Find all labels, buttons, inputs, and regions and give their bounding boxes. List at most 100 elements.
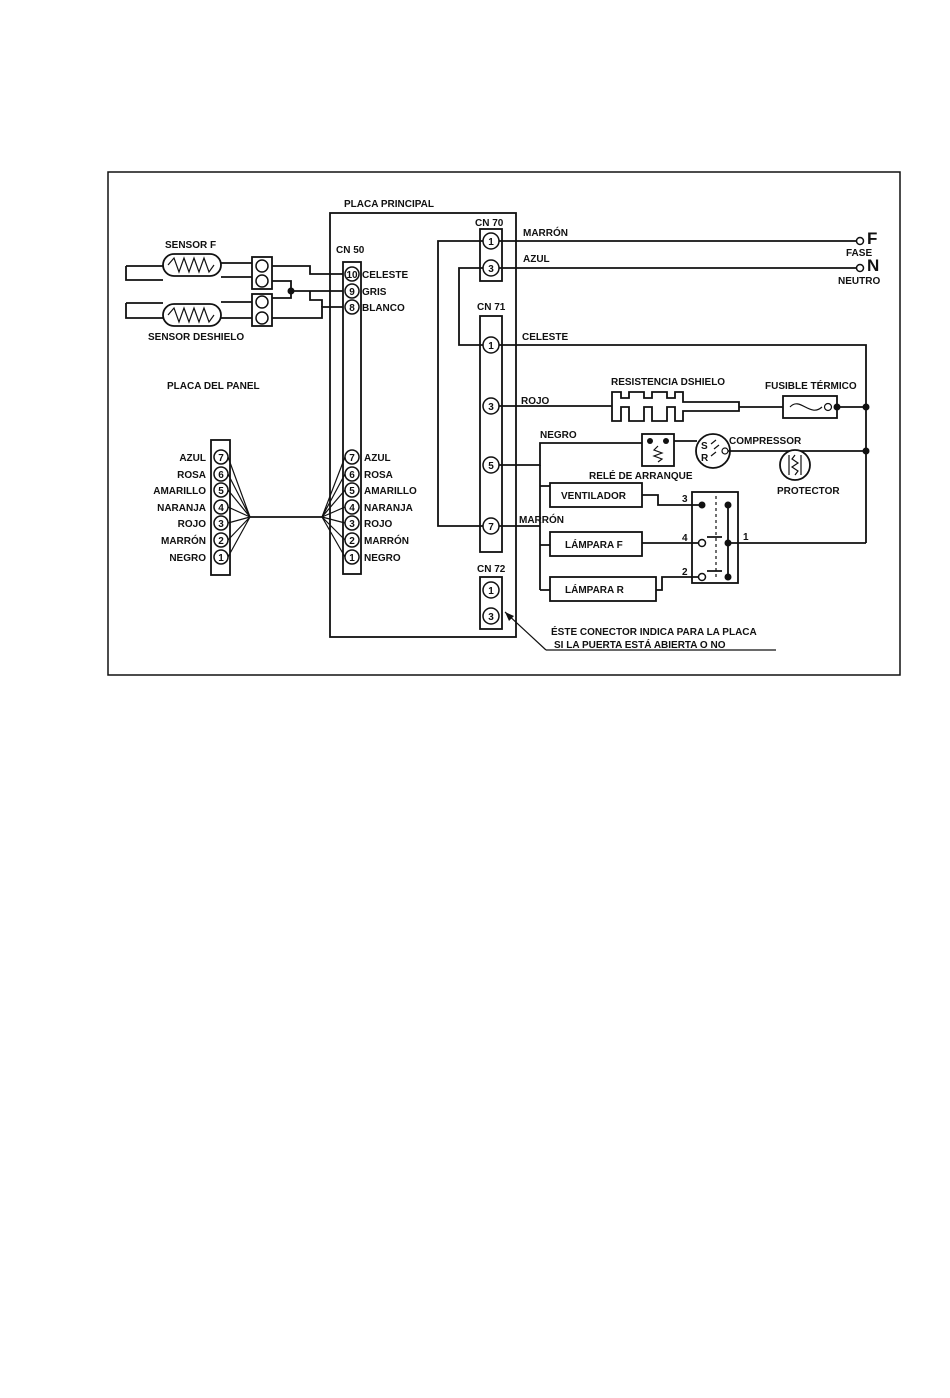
panel-pins: 7 AZUL 6 ROSA 5 AMARILLO 4 NARANJA 3 ROJ… (153, 449, 229, 565)
panel-label: PLACA DEL PANEL (167, 381, 260, 392)
cn50-pin-number: 4 (349, 503, 355, 514)
ventilador-label: VENTILADOR (561, 491, 627, 502)
switch-terminal-3: 3 (682, 494, 688, 505)
panel-wire-label: AZUL (179, 453, 206, 464)
cn50-wire-label: NARANJA (364, 503, 413, 514)
phase-label: FASE (846, 248, 872, 259)
cn50-wire-label: AMARILLO (364, 486, 417, 497)
cn70-label: CN 70 (475, 218, 504, 229)
cn50-wire-label: AZUL (364, 453, 391, 464)
sensor-deshielo-connector (251, 293, 273, 327)
celeste-line (499, 344, 867, 543)
compressor-label: COMPRESSOR (729, 436, 802, 447)
cn50-pin-number: 8 (349, 303, 355, 314)
panel-pin-number: 4 (218, 503, 224, 514)
cn50-pin-number: 3 (349, 519, 355, 530)
door-switch (691, 491, 739, 584)
cn71-connector (479, 315, 503, 553)
cn70-wire-label: AZUL (523, 254, 550, 265)
panel-wire-label: NEGRO (169, 553, 206, 564)
cn50-label: CN 50 (336, 245, 365, 256)
cn70-pin-number: 3 (488, 264, 494, 275)
diagram-frame (107, 171, 901, 676)
lampara-f-label: LÁMPARA F (565, 538, 623, 551)
cn71-pin-number: 5 (488, 461, 494, 472)
panel-pin-number: 1 (218, 553, 224, 564)
panel-wire-label: MARRÓN (161, 534, 206, 547)
supply-lines (499, 236, 865, 273)
note-line-2: SI LA PUERTA ESTÁ ABIERTA O NO (554, 638, 726, 651)
cn71-wire-label: ROJO (521, 396, 550, 407)
neutral-label: NEUTRO (838, 276, 880, 287)
panel-wire-label: AMARILLO (153, 486, 206, 497)
cn71-wire-label: CELESTE (522, 332, 568, 343)
cn71-pin-number: 7 (488, 522, 494, 533)
compressor-r: R (701, 453, 709, 464)
panel-wire-label: NARANJA (157, 503, 206, 514)
panel-wire-label: ROSA (177, 470, 206, 481)
protector-label: PROTECTOR (777, 486, 840, 497)
cn50-wire-label: CELESTE (362, 270, 408, 281)
cn50-pin-number: 10 (346, 270, 358, 281)
neutral-letter: N (867, 256, 879, 275)
sensor-deshielo-probe (125, 301, 252, 327)
lampara-r-box (549, 576, 657, 602)
cn50-wire-label: GRIS (362, 287, 387, 298)
lampara-f-box (549, 531, 643, 557)
cn50-pin-number: 1 (349, 553, 355, 564)
main-board-title: PLACA PRINCIPAL (344, 199, 434, 210)
board-jumpers (437, 240, 483, 527)
sensor-f-label: SENSOR F (165, 240, 216, 251)
cn71-label: CN 71 (477, 302, 506, 313)
cn70-pin-number: 1 (488, 237, 494, 248)
fusible-label: FUSIBLE TÉRMICO (765, 379, 857, 392)
panel-pin-number: 3 (218, 519, 224, 530)
note-arrow (504, 611, 776, 651)
cn72-pin-number: 1 (488, 586, 494, 597)
cn71-pin-number: 3 (488, 402, 494, 413)
lampara-r-label: LÁMPARA R (565, 583, 625, 596)
protector-element (779, 449, 811, 481)
cn72-pin-number: 3 (488, 612, 494, 623)
cn50-bottom-pins: 7 AZUL 6 ROSA 5 AMARILLO 4 NARANJA 3 ROJ… (344, 449, 417, 565)
sensor-f-probe (125, 253, 252, 281)
resistencia-element (611, 391, 740, 422)
cn50-pin-number: 9 (349, 287, 355, 298)
rele-label: RELÉ DE ARRANQUE (589, 469, 693, 482)
switch-terminal-2: 2 (682, 567, 688, 578)
cn50-wire-label: ROJO (364, 519, 393, 530)
main-board (329, 212, 517, 638)
harness-bundle (227, 456, 346, 558)
cn50-wire-label: NEGRO (364, 553, 401, 564)
compressor-element: S R (695, 433, 731, 469)
sensor-deshielo-label: SENSOR DESHIELO (148, 332, 244, 343)
panel-pin-number: 5 (218, 486, 224, 497)
cn50-pin-number: 6 (349, 470, 355, 481)
rele-element (641, 433, 675, 467)
cn71-pin-number: 1 (488, 341, 494, 352)
cn71-wire-label: NEGRO (540, 430, 577, 441)
phase-letter: F (867, 229, 877, 248)
resistencia-label: RESISTENCIA DSHIELO (611, 377, 725, 388)
ventilador-box (549, 482, 643, 508)
cn71-wire-label: MARRÓN (519, 513, 564, 526)
cn50-top-pins: 10 CELESTE 9 GRIS 8 BLANCO (344, 266, 408, 315)
panel-pin-number: 6 (218, 470, 224, 481)
cn50-wire-label: MARRÓN (364, 534, 409, 547)
cn50-pin-number: 7 (349, 453, 355, 464)
sensor-f-connector (251, 256, 273, 290)
cn50-pin-number: 2 (349, 536, 355, 547)
cn50-wire-label: BLANCO (362, 303, 405, 314)
panel-pin-number: 2 (218, 536, 224, 547)
switch-terminal-1: 1 (743, 532, 749, 543)
cn50-pin-number: 5 (349, 486, 355, 497)
switch-wiring (642, 494, 866, 591)
cn70-wire-label: MARRÓN (523, 226, 568, 239)
fusible-element (782, 395, 838, 419)
cn50-wire-label: ROSA (364, 470, 393, 481)
compressor-s: S (701, 441, 708, 452)
panel-pin-number: 7 (218, 453, 224, 464)
note-line-1: ÉSTE CONECTOR INDICA PARA LA PLACA (551, 625, 757, 638)
panel-wire-label: ROJO (178, 519, 207, 530)
